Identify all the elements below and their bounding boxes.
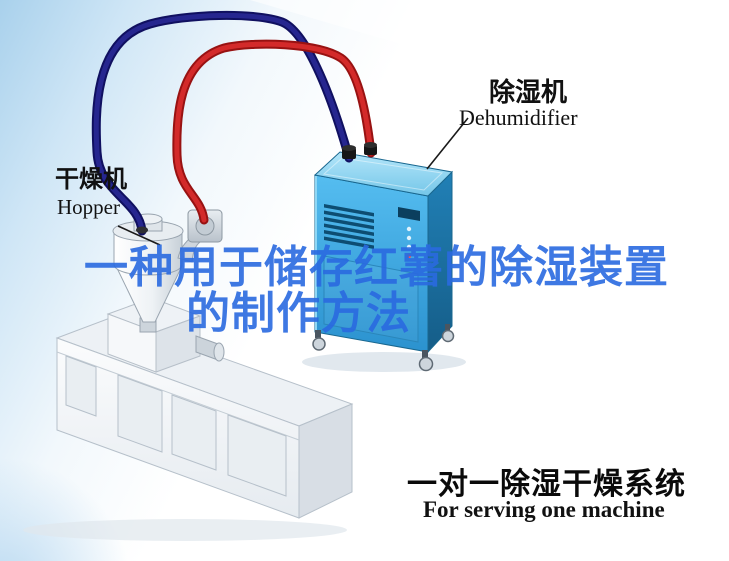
- caster-wheel: [312, 337, 326, 351]
- caster-wheel: [418, 356, 434, 372]
- dehumidifier-machine: [312, 151, 455, 372]
- pipe-fitting: [342, 148, 356, 159]
- panel-button: [406, 235, 412, 241]
- control-panel: [398, 207, 420, 259]
- extruder-panel: [117, 374, 163, 453]
- pipe-fittings: [136, 142, 377, 234]
- extruder-panel: [171, 394, 217, 471]
- watermark-line1: 一种用于储存红薯的除湿装置: [84, 243, 669, 292]
- panel-button: [406, 226, 412, 232]
- dehumidifier-door: [323, 255, 419, 343]
- watermark-line2: 的制作方法: [186, 289, 411, 338]
- background-swoosh: [250, 0, 729, 140]
- panel-button: [406, 244, 412, 250]
- caption-cn: 一对一除湿干燥系统: [407, 468, 686, 501]
- hopper-label-en: Hopper: [57, 195, 120, 219]
- caster-wheel: [441, 329, 455, 343]
- extruder-panel: [65, 355, 97, 417]
- blower-duct: [177, 237, 201, 263]
- vent-grille: [324, 204, 374, 249]
- extruder-machine: [55, 317, 354, 519]
- dehumidifier-label-en: Dehumidifier: [459, 105, 578, 130]
- hot-air-pipe: [174, 41, 374, 223]
- caption-en: For serving one machine: [423, 497, 665, 522]
- hopper-machine: [112, 209, 223, 333]
- display-screen: [398, 207, 420, 221]
- extruder-shadow: [23, 519, 347, 541]
- dehumidifier-shadow: [302, 352, 466, 372]
- caster-wheels: [312, 324, 455, 372]
- power-indicator: [406, 253, 412, 259]
- pipe-fitting: [136, 226, 148, 234]
- hopper-body: [113, 232, 183, 276]
- extruder-panel: [227, 414, 287, 497]
- hopper-label-cn: 干燥机: [55, 166, 127, 193]
- pointer-line-hopper: [117, 225, 161, 246]
- pointer-line-dehumidifier: [426, 117, 469, 170]
- dehumidifier-label-cn: 除湿机: [489, 77, 568, 107]
- dehumidifier-top: [313, 151, 454, 197]
